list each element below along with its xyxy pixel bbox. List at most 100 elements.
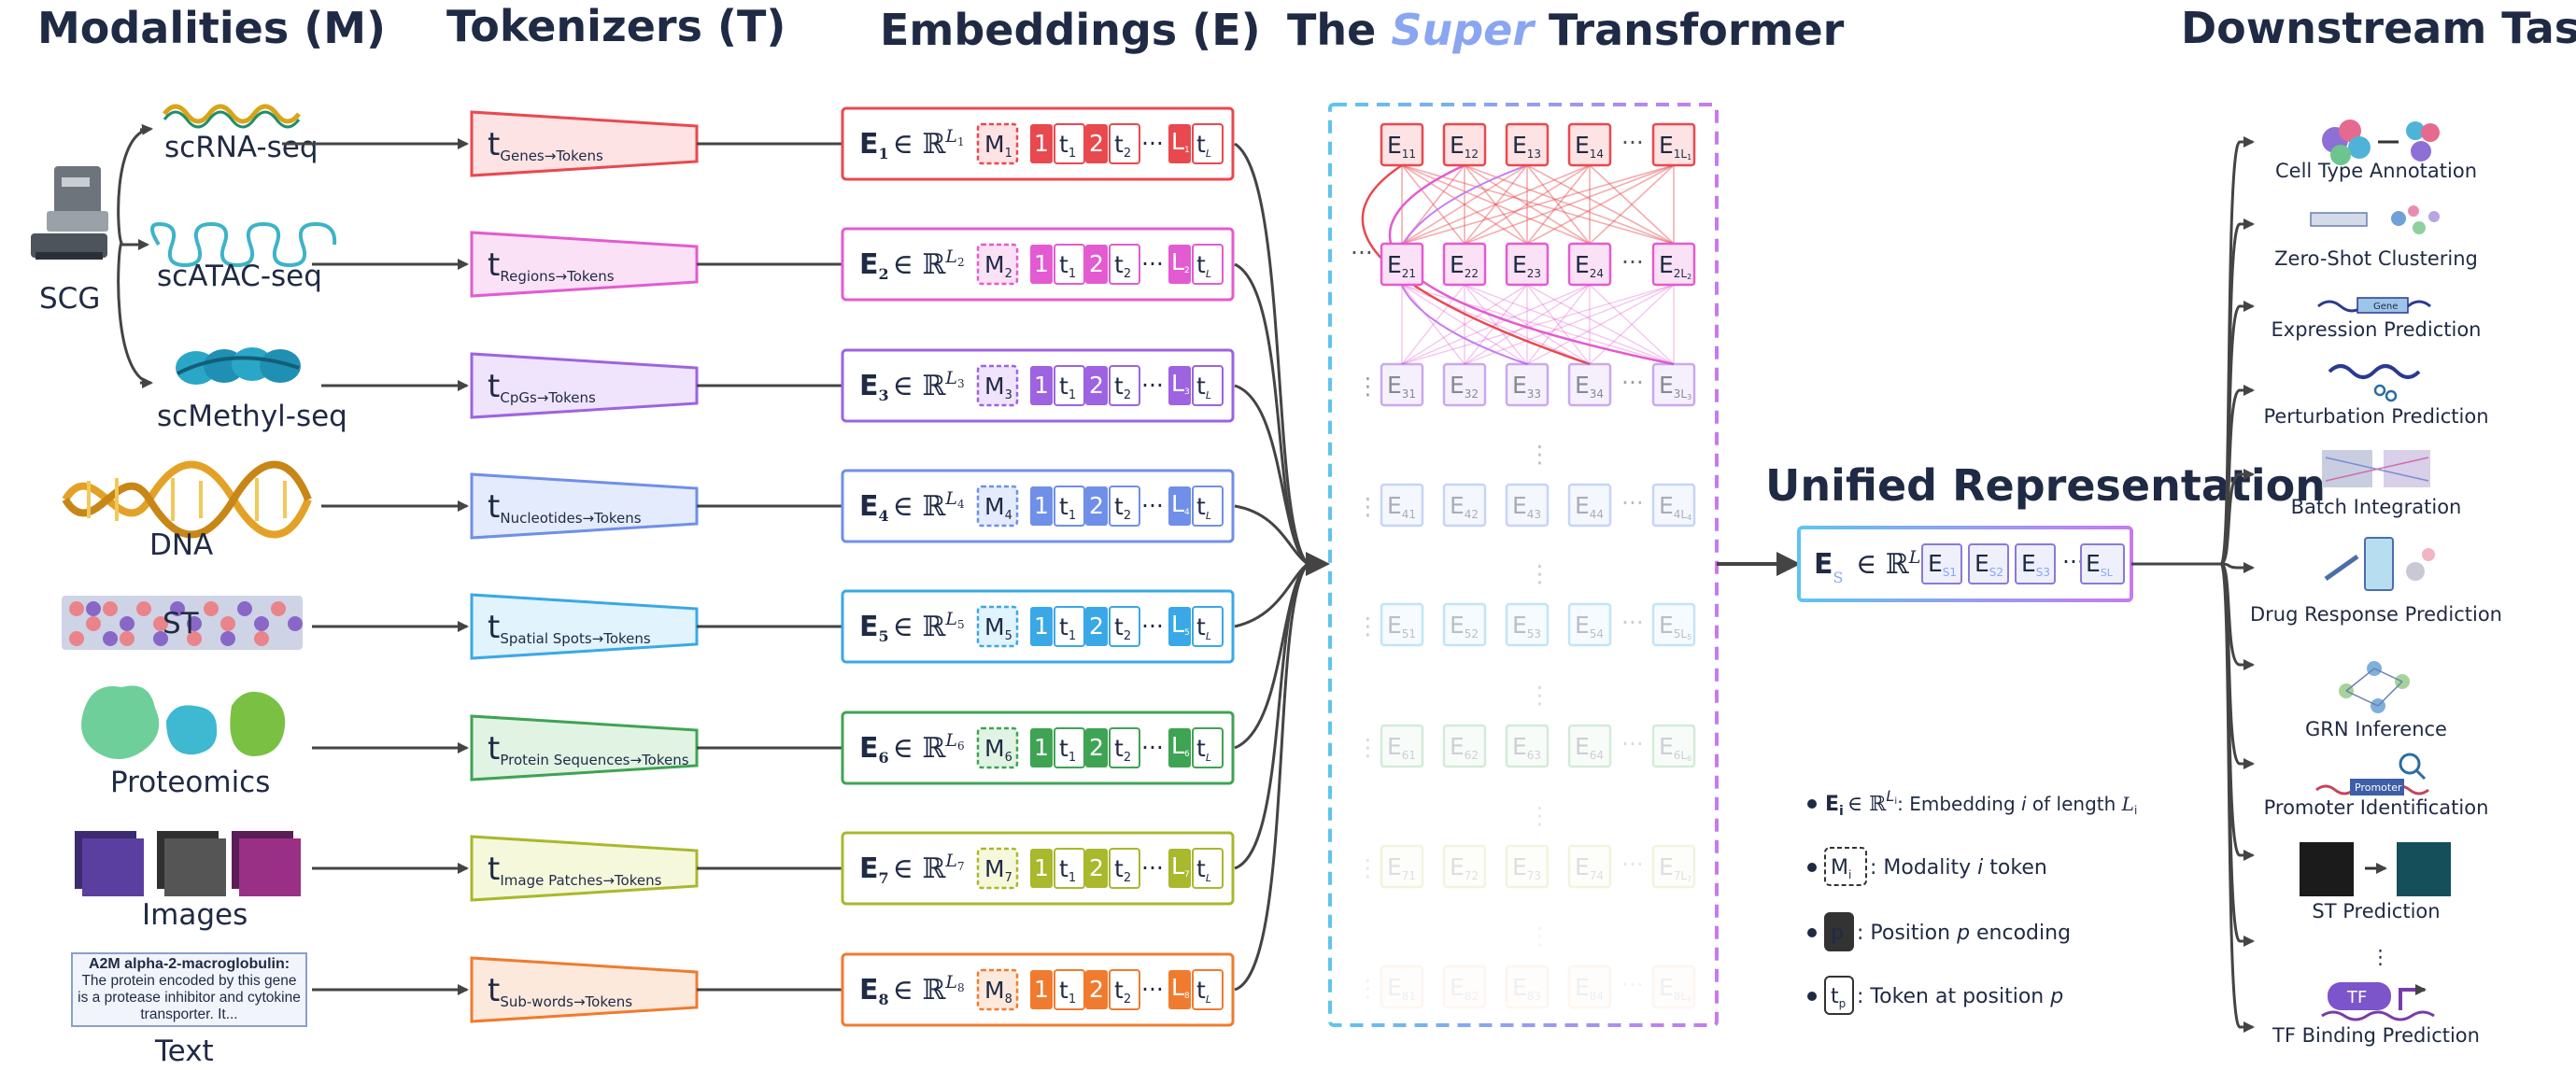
grid-cell (1505, 724, 1550, 768)
embedding-l-sub: 6 (957, 739, 965, 753)
token-cell-last (1192, 123, 1224, 164)
grid-sub-l: 2 (1687, 273, 1691, 281)
grid-cell-label: E83 (1512, 974, 1541, 1003)
grid-row-dots: ··· (1621, 129, 1644, 156)
grid-cell (1567, 122, 1612, 167)
modality-token-label-8: M8 (984, 977, 1012, 1007)
position-label: 1 (1034, 976, 1049, 1003)
attn-line (1464, 164, 1591, 245)
position-label: 1 (1034, 612, 1049, 640)
position-label: 2 (1089, 492, 1104, 519)
attn-curve (1361, 163, 1591, 366)
header-embeddings: Embeddings (E) (880, 5, 1261, 55)
token-sub: 1 (1069, 751, 1076, 765)
st-spots-icon (62, 596, 303, 650)
grid-sub: 84 (1590, 990, 1604, 1003)
unified-cell-e: E (1974, 550, 1989, 577)
legend-text-b: encoding (1970, 922, 2071, 945)
last-l: L (1171, 852, 1184, 880)
token-cell (1109, 606, 1140, 647)
tokenizer-t: t (488, 368, 500, 405)
grid-sub-l: 5 (1687, 633, 1691, 641)
legend-text-a: : Position (1857, 922, 1957, 945)
legend-swatch-3 (1824, 912, 1854, 951)
task-label-7: GRN Inference (2305, 718, 2447, 740)
scg-instrument-icon (31, 166, 108, 260)
proteomics-icon (81, 685, 286, 760)
batch-integration-icon (2322, 450, 2430, 487)
attn-line (1526, 164, 1591, 245)
grid-cell-label: E61 (1387, 733, 1416, 762)
token-sub: 2 (1124, 267, 1131, 281)
legend-italic: i (1977, 856, 1983, 880)
grid-cell (1442, 602, 1487, 647)
embedding-dots: ··· (1141, 492, 1164, 519)
attn-line (1526, 284, 1591, 365)
legend-item-3: : Position p encoding (1857, 922, 2071, 945)
attn-line (1464, 164, 1528, 245)
header-transformer-pre: The (1287, 5, 1391, 55)
header-transformer: The Super Transformer (1287, 5, 1845, 55)
token-cell (1054, 848, 1085, 889)
unified-cell-label: ES2 (1974, 550, 2003, 579)
task-vdots: ⋮ (2371, 946, 2390, 968)
modality-token-sub: 6 (1005, 751, 1012, 765)
modality-token-1 (976, 122, 1019, 165)
grid-left-vdots: ⋮ (1356, 734, 1380, 761)
tokenizer-t: t (488, 126, 500, 163)
embedding-e-sub: 2 (879, 265, 889, 283)
token-t: t (1059, 251, 1069, 278)
tokenizer-label-3: tCpGs→Tokens (488, 368, 596, 406)
grid-between-vdots: ⋮ (1528, 441, 1551, 468)
token-t: t (1059, 735, 1069, 762)
embedding-formula-2: E2∈ ℝL2 (859, 246, 965, 283)
legend-sym: p (1831, 922, 1844, 945)
legend-bullet (1807, 992, 1817, 1001)
token-t: t (1114, 855, 1124, 882)
grid-sub: 13 (1527, 148, 1541, 161)
grid-cell (1380, 362, 1424, 407)
grid-cell-label: E74 (1575, 853, 1604, 882)
grid-e: E (1575, 372, 1590, 399)
embedding-dots: ··· (1141, 734, 1164, 761)
modality-label-6: Proteomics (110, 766, 270, 799)
tokenizer-sub-8: Sub-words→Tokens (500, 993, 632, 1010)
modality-token-m: M (984, 613, 1005, 641)
embedding-l-sub: 1 (957, 135, 965, 148)
embedding-formula-4: E4∈ ℝL4 (859, 488, 965, 525)
embedding-formula-1: E1∈ ℝL1 (859, 126, 965, 162)
embedding-l-sub: 8 (957, 981, 965, 994)
legend-text-a: : Token at position (1857, 985, 2050, 1008)
grid-e: E (1450, 733, 1465, 760)
grid-e: E (1659, 372, 1674, 399)
embedding-l-sub: 4 (957, 498, 965, 511)
grid-sub: 82 (1465, 990, 1479, 1003)
grid-e: E (1512, 612, 1527, 639)
embedding-in: ∈ ℝ (893, 370, 947, 402)
legend-sym-sub: i (1848, 868, 1851, 881)
embedding-dots: ··· (1141, 854, 1164, 881)
modality-token-5 (976, 605, 1019, 648)
grid-sub: 24 (1590, 267, 1604, 280)
token-sub: 1 (1069, 993, 1076, 1007)
token-t: t (1114, 613, 1124, 641)
attn-line (1589, 284, 1675, 365)
embedding-e: E (859, 248, 879, 281)
grid-e: E (1512, 132, 1527, 159)
token-sub: 2 (1124, 388, 1131, 402)
task-label-3: Expression Prediction (2272, 318, 2482, 341)
token-t: t (1059, 855, 1069, 882)
modality-token-sub: 1 (1005, 147, 1012, 161)
grid-row-dots: ··· (1621, 489, 1644, 516)
token-label: t2 (1114, 251, 1131, 281)
perturbation-icon (2328, 364, 2421, 402)
last-l: L (1171, 611, 1184, 638)
grid-cell-label: E82 (1450, 974, 1479, 1003)
token-label-last: tL (1196, 373, 1211, 401)
grid-e: E (1450, 974, 1465, 1001)
